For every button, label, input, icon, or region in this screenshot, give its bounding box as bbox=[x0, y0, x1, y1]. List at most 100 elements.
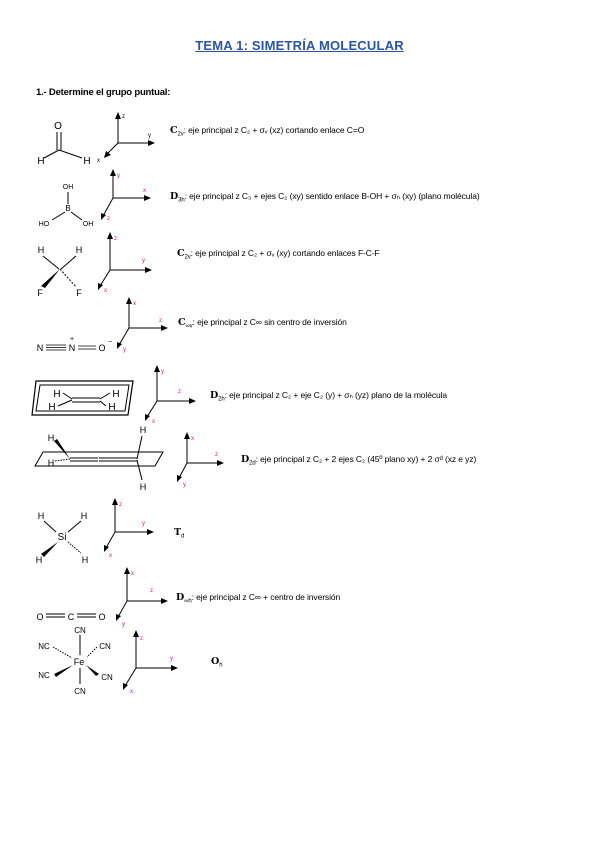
axis-label-z: z bbox=[178, 389, 181, 395]
point-group: D bbox=[170, 191, 179, 202]
point-group: O bbox=[211, 656, 220, 667]
atom-h2: H bbox=[112, 389, 119, 400]
description-text: : eje principal z C₃ + ejes C₂ (xy) sent… bbox=[184, 191, 480, 201]
description-silane: Td bbox=[174, 527, 184, 540]
atom-si: Si bbox=[58, 532, 67, 543]
atom-h4: H bbox=[108, 402, 115, 413]
point-group-subscript: d bbox=[180, 533, 185, 540]
page-title: TEMA 1: SIMETRÍA MOLECULAR bbox=[195, 38, 404, 53]
description-nitrous-oxide: C∞v: eje principal z C∞ sin centro de in… bbox=[178, 317, 347, 330]
axis-label-x: x bbox=[152, 419, 155, 425]
structure-nitrous-oxide: N N + O − bbox=[37, 336, 112, 353]
axis-label-y: y bbox=[183, 482, 186, 488]
axes-ethylene: y z x bbox=[145, 365, 196, 425]
structure-allene: H H H H bbox=[34, 425, 164, 492]
axes-boric-acid: y x z bbox=[101, 169, 151, 222]
description-allene: D2d: eje principal z C₂ + 2 ejes C₂ (45º… bbox=[241, 454, 476, 467]
axes-carbon-dioxide: x z y bbox=[116, 567, 168, 628]
atom-n2: N bbox=[69, 343, 76, 353]
axis-label-z: z bbox=[159, 318, 162, 324]
axis-label-y: y bbox=[142, 258, 145, 264]
axis-label-z: z bbox=[122, 114, 125, 120]
axis-label-x: x bbox=[104, 288, 107, 294]
point-group: D bbox=[241, 454, 250, 465]
point-group-subscript: 2v bbox=[177, 131, 184, 138]
atom-fe: Fe bbox=[74, 657, 85, 667]
atom-c: C bbox=[68, 612, 75, 622]
point-group-subscript: h bbox=[219, 662, 223, 669]
description-text: : eje principal z C₂ + σᵥ (xz) cortando … bbox=[183, 125, 365, 135]
axes-nitrous-oxide: x z y bbox=[117, 297, 168, 353]
atom-cn-lr: CN bbox=[101, 673, 113, 682]
point-group: D bbox=[176, 592, 185, 603]
axis-label-x: x bbox=[130, 689, 133, 695]
axes-allene: x z y bbox=[177, 432, 224, 488]
atom-h4: H bbox=[82, 555, 89, 565]
atom-h4: H bbox=[140, 482, 147, 492]
axis-label-y: y bbox=[122, 622, 125, 628]
atom-h2: H bbox=[48, 458, 55, 468]
atom-h1: H bbox=[53, 389, 60, 400]
axis-label-y: y bbox=[142, 521, 145, 527]
atom-n1: N bbox=[37, 343, 44, 353]
atom-o: O bbox=[98, 343, 105, 353]
atom-h2: H bbox=[83, 156, 90, 167]
point-group: C bbox=[177, 248, 185, 259]
axes-ferrocyanide: z y x bbox=[123, 630, 178, 695]
axis-label-z: z bbox=[119, 502, 122, 508]
axis-label-x: x bbox=[97, 158, 100, 164]
atom-h2: H bbox=[81, 511, 88, 521]
point-group-subscript: ∞v bbox=[185, 323, 193, 330]
structure-ethylene: H H H H bbox=[31, 380, 134, 416]
atom-f2: F bbox=[76, 288, 82, 298]
axes-difluoromethane: z y x bbox=[98, 232, 152, 294]
axis-label-x: x bbox=[133, 301, 136, 307]
point-group-subscript: 3h bbox=[178, 197, 185, 204]
point-group: C bbox=[178, 317, 186, 328]
axis-label-y: y bbox=[170, 656, 173, 662]
atom-oh2: HO bbox=[39, 221, 50, 228]
structure-ferrocyanide: CN NC CN Fe NC CN CN bbox=[38, 626, 113, 696]
charge-plus: + bbox=[70, 336, 74, 343]
description-text: : eje principal z C∞ + centro de inversi… bbox=[191, 592, 341, 602]
axis-label-z: z bbox=[215, 452, 218, 458]
axis-label-x: x bbox=[143, 188, 146, 194]
point-group-subscript: 2d bbox=[249, 460, 256, 467]
axis-label-z: z bbox=[114, 236, 117, 242]
axis-label-y: y bbox=[148, 133, 151, 139]
atom-h1: H bbox=[37, 156, 44, 167]
atom-cn-ur: CN bbox=[99, 642, 111, 651]
point-group: C bbox=[170, 125, 178, 136]
atom-cn-bottom: CN bbox=[74, 687, 86, 696]
description-ferrocyanide: Oh bbox=[211, 656, 223, 669]
axis-label-y: y bbox=[123, 347, 126, 353]
axis-label-x: x bbox=[109, 553, 112, 559]
axis-label-y: y bbox=[161, 369, 164, 375]
charge-minus: − bbox=[108, 339, 112, 346]
atom-oh1: OH bbox=[63, 184, 74, 191]
point-group: T bbox=[174, 527, 181, 538]
point-group-subscript: 2h bbox=[218, 396, 225, 403]
atom-h3: H bbox=[140, 425, 147, 435]
point-group-subscript: ∞h bbox=[184, 598, 192, 605]
point-group: D bbox=[210, 390, 219, 401]
atom-o: O bbox=[54, 121, 62, 132]
atom-h3: H bbox=[36, 555, 43, 565]
description-formaldehyde: C2v: eje principal z C₂ + σᵥ (xz) cortan… bbox=[170, 125, 364, 138]
atom-f1: F bbox=[37, 288, 43, 298]
description-text: : eje principal z C₂ + eje C₂ (y) + σₕ (… bbox=[224, 390, 448, 400]
axis-label-x: x bbox=[191, 436, 194, 442]
structure-carbon-dioxide: O C O bbox=[36, 612, 105, 622]
description-ethylene: D2h: eje principal z C₂ + eje C₂ (y) + σ… bbox=[210, 390, 447, 403]
structure-silane: H H Si H H bbox=[36, 511, 89, 565]
atom-h2: H bbox=[76, 245, 83, 255]
axis-label-x: x bbox=[131, 571, 134, 577]
axis-label-z: z bbox=[150, 588, 153, 594]
description-text: : eje principal z C₂ + 2 ejes C₂ (45º pl… bbox=[255, 454, 477, 464]
atom-o2: O bbox=[98, 612, 105, 622]
axes-silane: z y x bbox=[104, 498, 154, 559]
question-heading: 1.- Determine el grupo puntual: bbox=[36, 87, 171, 98]
atom-nc-ll: NC bbox=[38, 671, 50, 680]
description-text: : eje principal z C₂ + σᵥ (xy) cortando … bbox=[190, 248, 380, 258]
axis-label-z: z bbox=[107, 216, 110, 222]
